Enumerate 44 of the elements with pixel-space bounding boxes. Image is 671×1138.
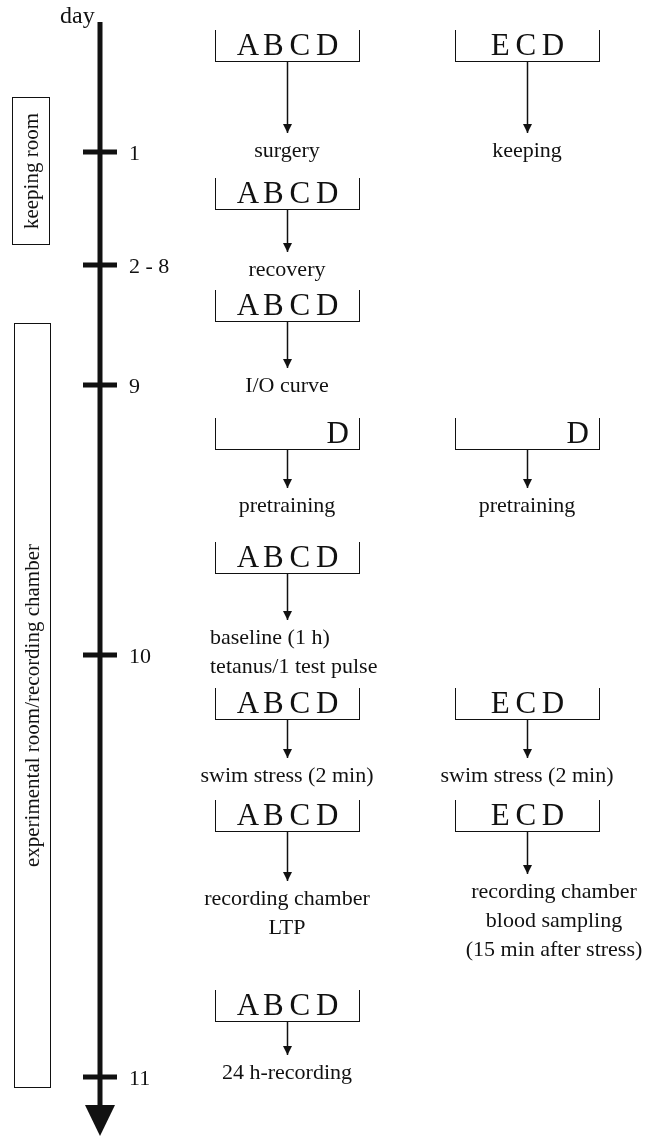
step-label: recording chamber LTP	[187, 883, 387, 941]
group-bracket: E C D	[455, 800, 600, 832]
arrow	[523, 831, 532, 875]
arrow	[523, 61, 532, 134]
arrow	[283, 573, 292, 621]
arrow	[523, 449, 532, 489]
step-label: swim stress (2 min)	[417, 760, 637, 789]
step-label: recovery	[187, 254, 387, 283]
group-bracket: A B C D	[215, 990, 360, 1022]
group-bracket: E C D	[455, 688, 600, 720]
arrow	[283, 321, 292, 369]
arrow	[283, 1021, 292, 1056]
step-label: pretraining	[427, 490, 627, 519]
tick-label: 9	[129, 373, 140, 399]
tick-label: 10	[129, 643, 151, 669]
step-label: surgery	[187, 135, 387, 164]
group-bracket: A B C D	[215, 800, 360, 832]
group-bracket: A B C D	[215, 178, 360, 210]
tick-label: 2 - 8	[129, 253, 170, 279]
step-label: swim stress (2 min)	[177, 760, 397, 789]
group-bracket: A B C D	[215, 688, 360, 720]
step-label: recording chamber blood sampling (15 min after stress)	[437, 876, 671, 963]
room-box: experimental room/recording chamber	[14, 323, 51, 1088]
group-bracket: A B C D	[215, 30, 360, 62]
arrow	[283, 831, 292, 882]
arrow	[283, 719, 292, 759]
arrow	[523, 719, 532, 759]
group-bracket: A B C D	[215, 542, 360, 574]
step-label: I/O curve	[187, 370, 387, 399]
arrow	[283, 209, 292, 253]
axis-title: day	[60, 2, 95, 28]
arrow	[283, 61, 292, 134]
room-box: keeping room	[12, 97, 50, 245]
group-bracket: D	[455, 418, 600, 450]
group-bracket: A B C D	[215, 290, 360, 322]
group-bracket: D	[215, 418, 360, 450]
step-label: keeping	[427, 135, 627, 164]
arrow	[283, 449, 292, 489]
group-bracket: E C D	[455, 30, 600, 62]
step-label: 24 h-recording	[187, 1057, 387, 1086]
step-label: baseline (1 h) tetanus/1 test pulse	[210, 622, 440, 680]
step-label: pretraining	[187, 490, 387, 519]
tick-label: 11	[129, 1065, 151, 1091]
tick-label: 1	[129, 140, 140, 166]
